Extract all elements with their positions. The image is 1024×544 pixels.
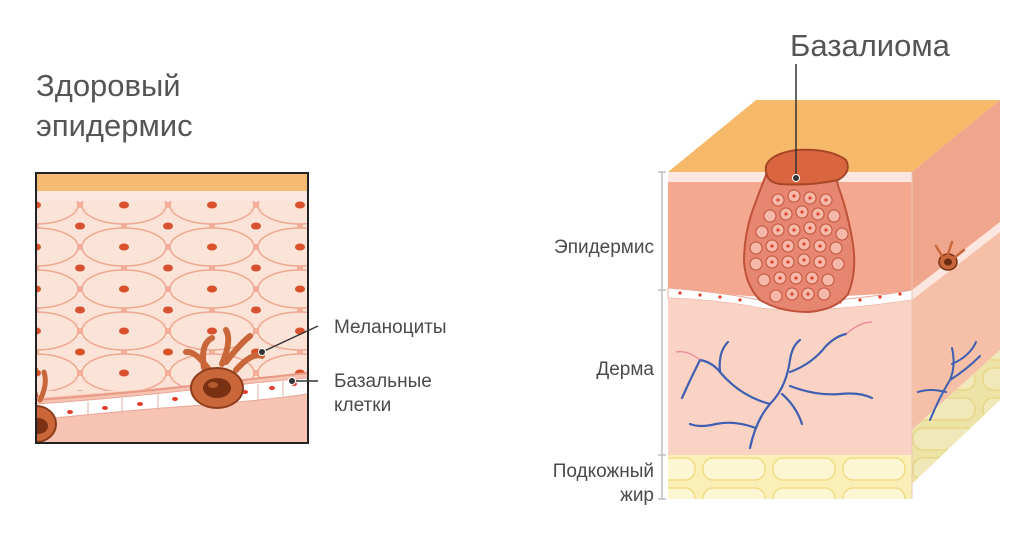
side-melanocyte xyxy=(934,240,966,271)
keratinocyte-layer xyxy=(36,201,308,391)
label-dermis: Дерма xyxy=(596,359,654,380)
label-basal-cells-line1: Базальные xyxy=(334,371,432,392)
label-basal-cells: Базальные клетки xyxy=(334,370,432,418)
label-melanocytes: Меланоциты xyxy=(334,317,447,338)
label-epidermis: Эпидермис xyxy=(554,237,654,258)
label-subcutaneous-fat: Подкожный жир xyxy=(553,460,654,508)
melanocyte-partial xyxy=(36,367,57,443)
layer-bracket xyxy=(658,171,666,500)
basalioma-title: Базалиома xyxy=(790,28,950,63)
healthy-epidermis-frame xyxy=(35,172,309,444)
leader-basalioma xyxy=(792,64,800,182)
healthy-epidermis-title-line1: Здоровый xyxy=(36,68,181,103)
healthy-epidermis-title: Здоровый эпидермис xyxy=(36,66,193,146)
skin-surface xyxy=(668,100,1000,172)
leader-melanocytes xyxy=(258,325,319,356)
tumor-surface xyxy=(764,148,849,186)
tumor xyxy=(742,148,856,314)
leader-basal-cells xyxy=(288,377,318,385)
melanocyte xyxy=(183,327,265,409)
fat-layer xyxy=(668,455,912,499)
stratum-corneum xyxy=(36,173,308,191)
dermis-layer xyxy=(668,298,912,455)
basalioma-illustration xyxy=(667,64,1000,499)
label-fat-line1: Подкожный xyxy=(552,461,654,482)
label-basal-cells-line2: клетки xyxy=(334,395,392,416)
healthy-epidermis-title-line2: эпидермис xyxy=(36,108,193,143)
blood-vessels xyxy=(680,332,874,450)
label-fat-line2: жир xyxy=(620,485,654,506)
healthy-epidermis-illustration xyxy=(36,173,308,443)
